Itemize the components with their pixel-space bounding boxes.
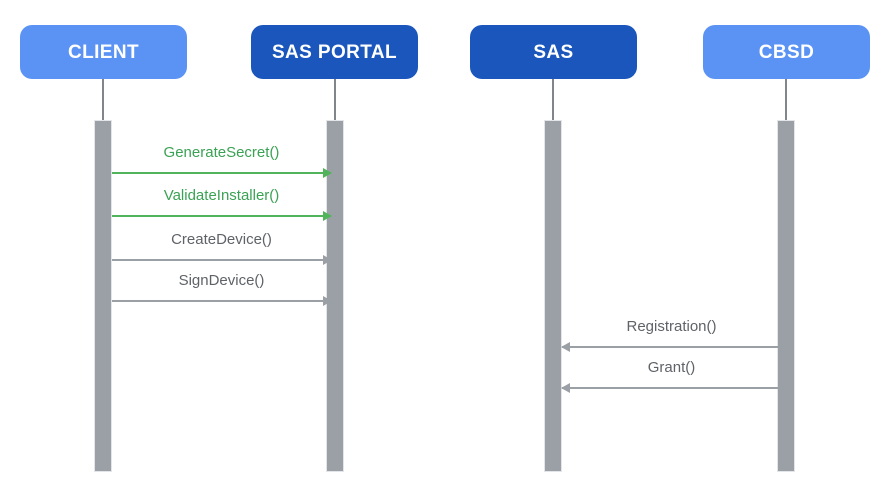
message-line-registration xyxy=(562,346,781,348)
message-label-sign-device: SignDevice() xyxy=(178,272,265,289)
message-label-registration: Registration() xyxy=(626,318,717,335)
participant-label-client: CLIENT xyxy=(67,41,139,63)
lifeline-stem-sas-portal xyxy=(334,79,336,120)
lifeline-stem-sas xyxy=(552,79,554,120)
message-line-create-device xyxy=(112,259,331,261)
participant-box-cbsd[interactable]: CBSD xyxy=(703,25,870,79)
message-line-sign-device xyxy=(112,300,331,302)
lifeline-stem-client xyxy=(102,79,104,120)
message-label-validate-installer: ValidateInstaller() xyxy=(163,187,280,204)
message-line-generate-secret xyxy=(112,172,331,174)
lifeline-stem-cbsd xyxy=(785,79,787,120)
activation-bar-client xyxy=(94,120,112,472)
activation-bar-cbsd xyxy=(777,120,795,472)
activation-bar-sas xyxy=(544,120,562,472)
participant-box-client[interactable]: CLIENT xyxy=(20,25,187,79)
participant-label-cbsd: CBSD xyxy=(758,41,815,63)
participant-box-sas[interactable]: SAS xyxy=(470,25,637,79)
message-label-grant: Grant() xyxy=(647,359,696,376)
arrow-head-right-icon xyxy=(323,211,332,221)
arrow-head-left-icon xyxy=(561,342,570,352)
arrow-head-left-icon xyxy=(561,383,570,393)
message-line-validate-installer xyxy=(112,215,331,217)
arrow-head-right-icon xyxy=(323,255,332,265)
message-label-generate-secret: GenerateSecret() xyxy=(163,144,280,161)
participant-box-sas-portal[interactable]: SAS PORTAL xyxy=(251,25,418,79)
message-label-create-device: CreateDevice() xyxy=(171,231,272,248)
message-line-grant xyxy=(562,387,781,389)
arrow-head-right-icon xyxy=(323,168,332,178)
participant-label-sas: SAS xyxy=(533,41,574,63)
arrow-head-right-icon xyxy=(323,296,332,306)
participant-label-sas-portal: SAS PORTAL xyxy=(271,41,398,63)
